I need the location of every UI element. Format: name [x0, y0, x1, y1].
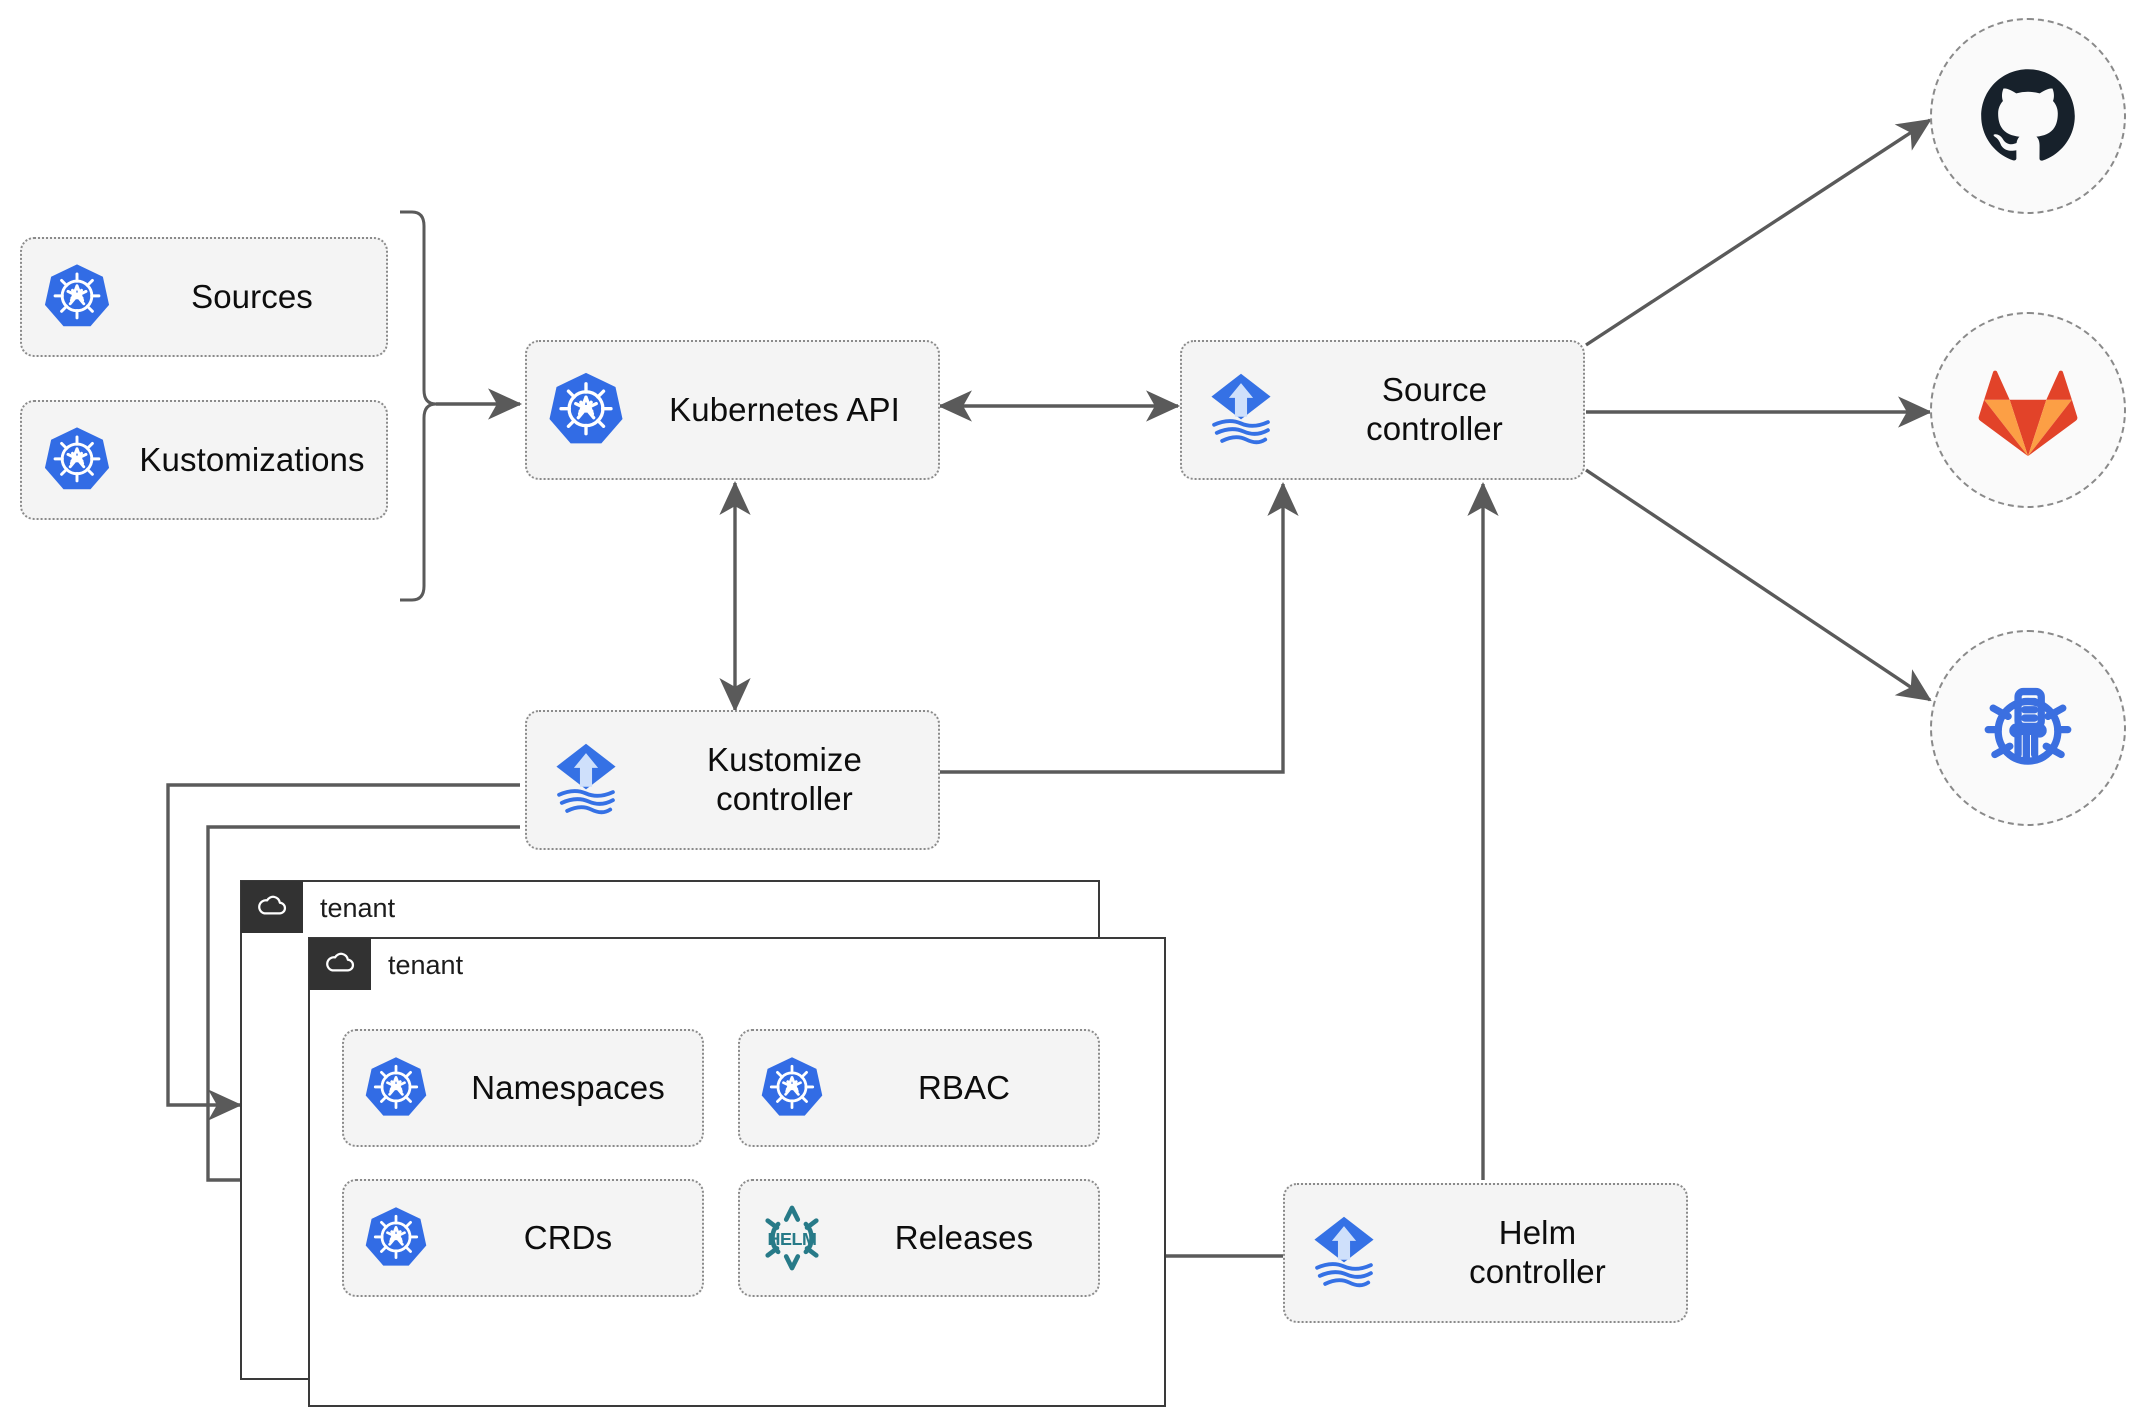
bucket-icon: [1984, 687, 2072, 765]
flux-icon: [1182, 367, 1300, 453]
node-crds[interactable]: CRDs: [342, 1179, 704, 1297]
kubernetes-icon: [527, 369, 645, 451]
node-label: CRDs: [523, 1218, 613, 1256]
node-label-line2: controller: [1366, 410, 1503, 447]
cloud-icon: [258, 895, 287, 915]
node-label: Source controller: [1300, 371, 1583, 449]
tenant-tab: [241, 881, 303, 933]
node-label: Kustomize controller: [645, 741, 938, 819]
helm-icon: HELM: [740, 1201, 844, 1275]
kubernetes-icon: [22, 424, 132, 496]
node-label-line1: Source: [1381, 371, 1488, 409]
node-label-line2: controller: [1469, 1253, 1606, 1290]
tenant-window-front[interactable]: tenant Namespaces: [308, 937, 1166, 1407]
wire-source-to-github: [1585, 118, 1932, 347]
node-releases[interactable]: HELM Releases: [738, 1179, 1100, 1297]
node-label: Namespaces: [471, 1068, 665, 1106]
provider-bucket[interactable]: [1930, 630, 2126, 826]
node-label: Kubernetes API: [669, 390, 900, 428]
node-label-line1: Helm: [1498, 1214, 1577, 1252]
node-kustomize-controller[interactable]: Kustomize controller: [525, 710, 940, 850]
tenant-label: tenant: [388, 950, 464, 980]
wire-kustomize-to-source: [940, 481, 1299, 774]
node-kustomizations[interactable]: Kustomizations: [20, 400, 388, 520]
flux-icon: [1285, 1210, 1403, 1296]
node-label: Kustomizations: [139, 440, 365, 478]
node-helm-controller[interactable]: Helm controller: [1283, 1183, 1688, 1323]
cloud-icon: [326, 952, 355, 972]
github-icon: [1981, 69, 2075, 161]
kubernetes-icon: [344, 1204, 448, 1272]
node-label-line2: controller: [716, 780, 853, 817]
wire-source-to-bucket: [1585, 468, 1932, 702]
node-rbac[interactable]: RBAC: [738, 1029, 1100, 1147]
provider-gitlab[interactable]: [1930, 312, 2126, 508]
kubernetes-icon: [22, 261, 132, 333]
node-source-controller[interactable]: Source controller: [1180, 340, 1585, 480]
flux-icon: [527, 737, 645, 823]
node-namespaces[interactable]: Namespaces: [342, 1029, 704, 1147]
node-label: Sources: [191, 277, 313, 315]
gitlab-icon: [1978, 370, 2078, 457]
node-label: RBAC: [917, 1068, 1011, 1106]
node-sources[interactable]: Sources: [20, 237, 388, 357]
tenant-label: tenant: [320, 893, 396, 923]
kubernetes-icon: [344, 1054, 448, 1122]
kubernetes-icon: [740, 1054, 844, 1122]
resource-group-bracket: [400, 210, 437, 602]
node-kubernetes-api[interactable]: Kubernetes API: [525, 340, 940, 480]
node-label: Releases: [894, 1218, 1034, 1256]
provider-github[interactable]: [1930, 18, 2126, 214]
svg-text:HELM: HELM: [768, 1229, 817, 1249]
node-label-line1: Kustomize: [707, 741, 862, 779]
tenant-tab: [309, 938, 371, 990]
node-label: Helm controller: [1403, 1214, 1686, 1292]
